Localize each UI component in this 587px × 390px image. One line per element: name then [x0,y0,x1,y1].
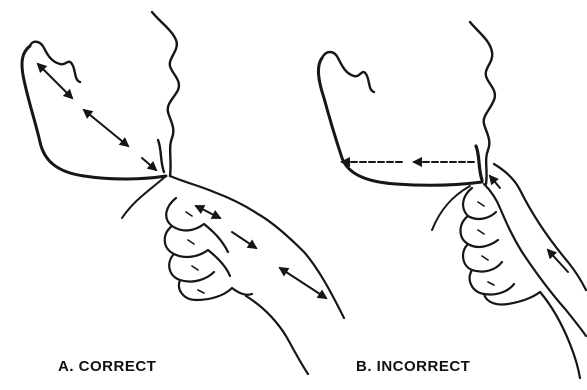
panel-a-chin [158,140,164,172]
panel-b-jaw [318,58,482,185]
panel-b-wrist [540,292,580,378]
panel-a-arrow-1 [38,64,72,98]
panel-a-arrow-5 [232,232,256,248]
panel-a-hand-wrist [246,296,308,374]
panel-a-hand-thumb [170,176,344,318]
panel-b-caption: B. INCORRECT [356,358,470,375]
panel-b-arrow-3 [490,176,500,188]
panel-b-drawing [318,22,586,378]
panel-a-arrow-2 [84,110,128,146]
panel-b-chin [476,146,482,180]
panel-a-jaw-notch [30,42,80,82]
panel-a-neck-front [122,176,166,218]
panel-b-arrow-4 [548,250,568,272]
panel-a-face-profile [152,12,179,176]
panel-a-drawing [22,12,344,374]
panel-b-face-profile [470,22,495,184]
panel-a-arrow-4 [196,206,220,218]
panel-a-caption: A. CORRECT [58,358,156,375]
panel-a-arrow-3 [142,158,156,170]
panel-b-hand-thumb [484,184,586,336]
panel-b-jaw-notch [322,52,374,92]
